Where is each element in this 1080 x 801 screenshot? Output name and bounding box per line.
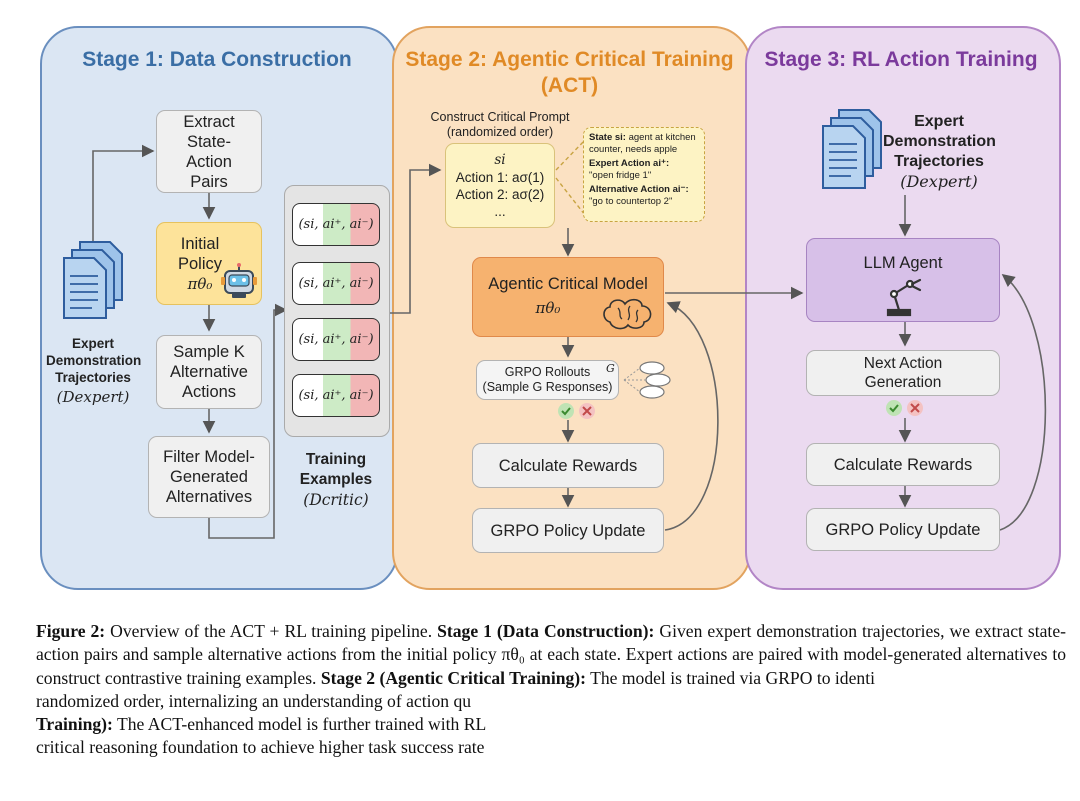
caption-text: Overview of the ACT + RL training pipeli… <box>105 621 438 641</box>
document-stack-icon <box>63 241 123 319</box>
figure-caption: Figure 2: Overview of the ACT + RL train… <box>36 620 1066 760</box>
robot-arm-icon <box>886 278 922 317</box>
caption-stage3: Training): <box>36 714 113 735</box>
rollouts-g-label: G <box>606 362 615 375</box>
caption-text: randomized order, internalizing an under… <box>36 690 472 711</box>
stage3-title: Stage 3: RL Action Training <box>764 48 1038 71</box>
check-cross-icon <box>886 400 923 416</box>
stage3-grpo-update-box: GRPO Policy Update <box>806 508 1000 551</box>
stage2-title: Stage 2: Agentic Critical Training (ACT) <box>392 47 747 99</box>
caption-text: Given expert demonstration trajectories,… <box>36 621 1066 688</box>
caption-text: The ACT-enhanced model is further traine… <box>112 714 487 735</box>
stage2-calculate-rewards-box: Calculate Rewards <box>472 443 664 488</box>
caption-stage2: Stage 2 (Agentic Critical Training): <box>320 667 587 688</box>
training-pair: (si, ai⁺, ai⁻) <box>292 203 380 246</box>
training-pair: (si, ai⁺, ai⁻) <box>292 318 380 361</box>
stage2-grpo-update-box: GRPO Policy Update <box>472 508 664 553</box>
training-pair: (si, ai⁺, ai⁻) <box>292 262 380 305</box>
robot-icon <box>221 263 257 298</box>
critical-prompt-box: si Action 1: aσ(1) Action 2: aσ(2) ... <box>445 143 555 228</box>
state-action-callout: State si: agent at kitchen counter, need… <box>583 127 705 222</box>
stage2-title-line1: Stage 2: Agentic Critical Training <box>405 48 734 71</box>
caption-text: The model is trained via GRPO to identi <box>586 667 875 688</box>
caption-lead: Figure 2: <box>36 621 106 641</box>
caption-text: critical reasoning foundation to achieve… <box>36 737 485 758</box>
llm-agent-box: LLM Agent <box>806 238 1000 322</box>
training-pair: (si, ai⁺, ai⁻) <box>292 374 380 417</box>
stage2-title-line2: (ACT) <box>540 74 599 97</box>
caption-stage1: Stage 1 (Data Construction): <box>437 621 655 641</box>
brain-icon <box>603 298 652 330</box>
prompt-header: Construct Critical Prompt (randomized or… <box>430 110 570 139</box>
document-stack-icon <box>822 109 882 189</box>
stage3-calculate-rewards-box: Calculate Rewards <box>806 443 1000 486</box>
check-cross-icon <box>558 403 595 419</box>
stage1-title: Stage 1: Data Construction <box>82 48 352 71</box>
grpo-rollouts-box: GRPO Rollouts (Sample G Responses) <box>476 360 619 400</box>
speech-bubbles-icon <box>623 361 671 399</box>
